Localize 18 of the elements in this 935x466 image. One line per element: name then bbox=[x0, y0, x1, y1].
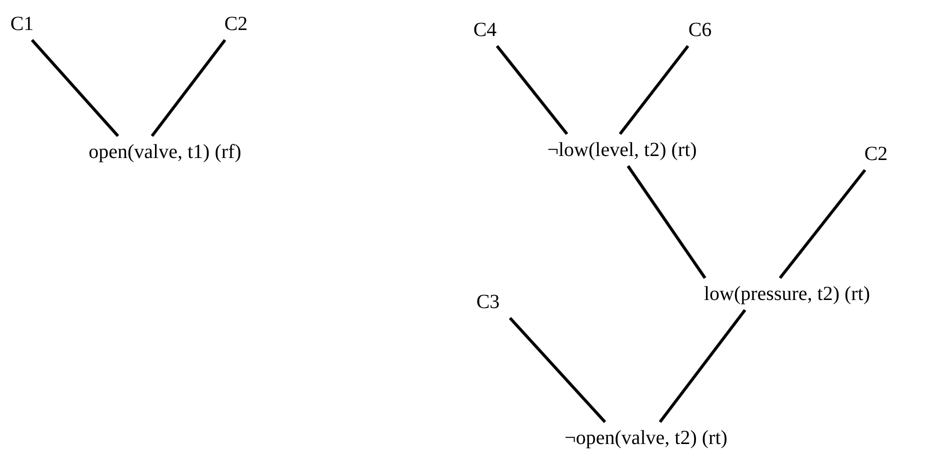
node-label: C6 bbox=[688, 14, 712, 46]
connector-line bbox=[626, 165, 706, 279]
node-label: C4 bbox=[473, 14, 497, 46]
node-label: C1 bbox=[10, 8, 34, 40]
node-label: C3 bbox=[476, 286, 500, 318]
connector-line bbox=[618, 45, 690, 135]
connector-line bbox=[778, 169, 866, 279]
node-label: C2 bbox=[864, 138, 888, 170]
connector-line bbox=[150, 39, 226, 137]
node-label: C2 bbox=[224, 8, 248, 40]
connector-line bbox=[508, 316, 606, 424]
node-label: ¬low(level, t2) (rt) bbox=[547, 134, 697, 166]
connector-line bbox=[30, 39, 120, 137]
node-label: low(pressure, t2) (rt) bbox=[704, 278, 870, 310]
node-label: open(valve, t1) (rf) bbox=[88, 136, 242, 168]
connector-line bbox=[658, 309, 746, 423]
connector-line bbox=[496, 45, 568, 135]
node-label: ¬open(valve, t2) (rt) bbox=[564, 422, 728, 454]
